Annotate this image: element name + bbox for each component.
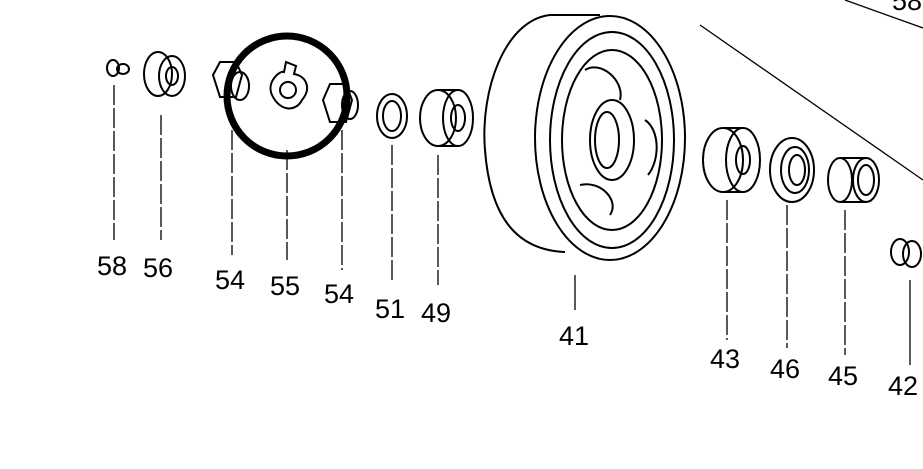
part-label-43: 43 xyxy=(710,344,740,374)
part-46-seal xyxy=(769,137,815,203)
part-label-46: 46 xyxy=(770,354,800,384)
part-label-54-right: 54 xyxy=(324,279,354,309)
leader-line-diagonal xyxy=(699,24,923,181)
part-label-56: 56 xyxy=(143,253,173,283)
part-label-41: 41 xyxy=(559,321,589,351)
part-label-58: 58 xyxy=(97,251,127,281)
part-58-screw xyxy=(106,59,130,77)
part-49-bearing xyxy=(419,89,474,147)
part-41-wheel xyxy=(483,14,686,261)
part-45-spacer xyxy=(827,157,880,203)
part-55-lock-washer xyxy=(269,60,309,110)
part-51-washer xyxy=(376,93,408,139)
part-56-bushing xyxy=(143,51,186,97)
part-label-42: 42 xyxy=(888,371,918,401)
part-label-49: 49 xyxy=(421,298,451,328)
part-43-bearing xyxy=(702,127,761,193)
leader-line-58-top xyxy=(844,0,923,29)
part-label-58-top: 58 xyxy=(892,0,922,16)
part-label-45: 45 xyxy=(828,361,858,391)
part-label-55: 55 xyxy=(270,271,300,301)
part-42-cap xyxy=(890,238,922,268)
highlight-circle xyxy=(223,32,351,160)
part-label-51: 51 xyxy=(375,294,405,324)
part-label-54-left: 54 xyxy=(215,265,245,295)
